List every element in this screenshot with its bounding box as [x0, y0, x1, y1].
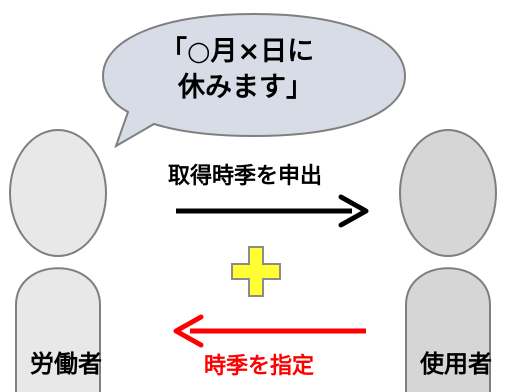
plus-sign [231, 246, 281, 297]
worker-body [15, 267, 101, 392]
bubble-text-line-2: 休みます」 [178, 72, 313, 103]
employer-body [405, 267, 491, 392]
request-label: 取得時季を申出 [168, 164, 323, 189]
employer-head [399, 129, 497, 257]
employer-label: 使用者 [420, 350, 492, 378]
request-arrow [176, 194, 369, 228]
worker-label: 労働者 [30, 350, 102, 378]
designate-label: 時季を指定 [204, 354, 315, 379]
designate-arrow [173, 314, 366, 348]
employer-figure [399, 129, 497, 392]
bubble-text-line-1: 「○月×日に [160, 36, 315, 67]
speech-bubble [101, 12, 407, 149]
worker-figure [9, 129, 107, 392]
worker-head [9, 129, 107, 257]
